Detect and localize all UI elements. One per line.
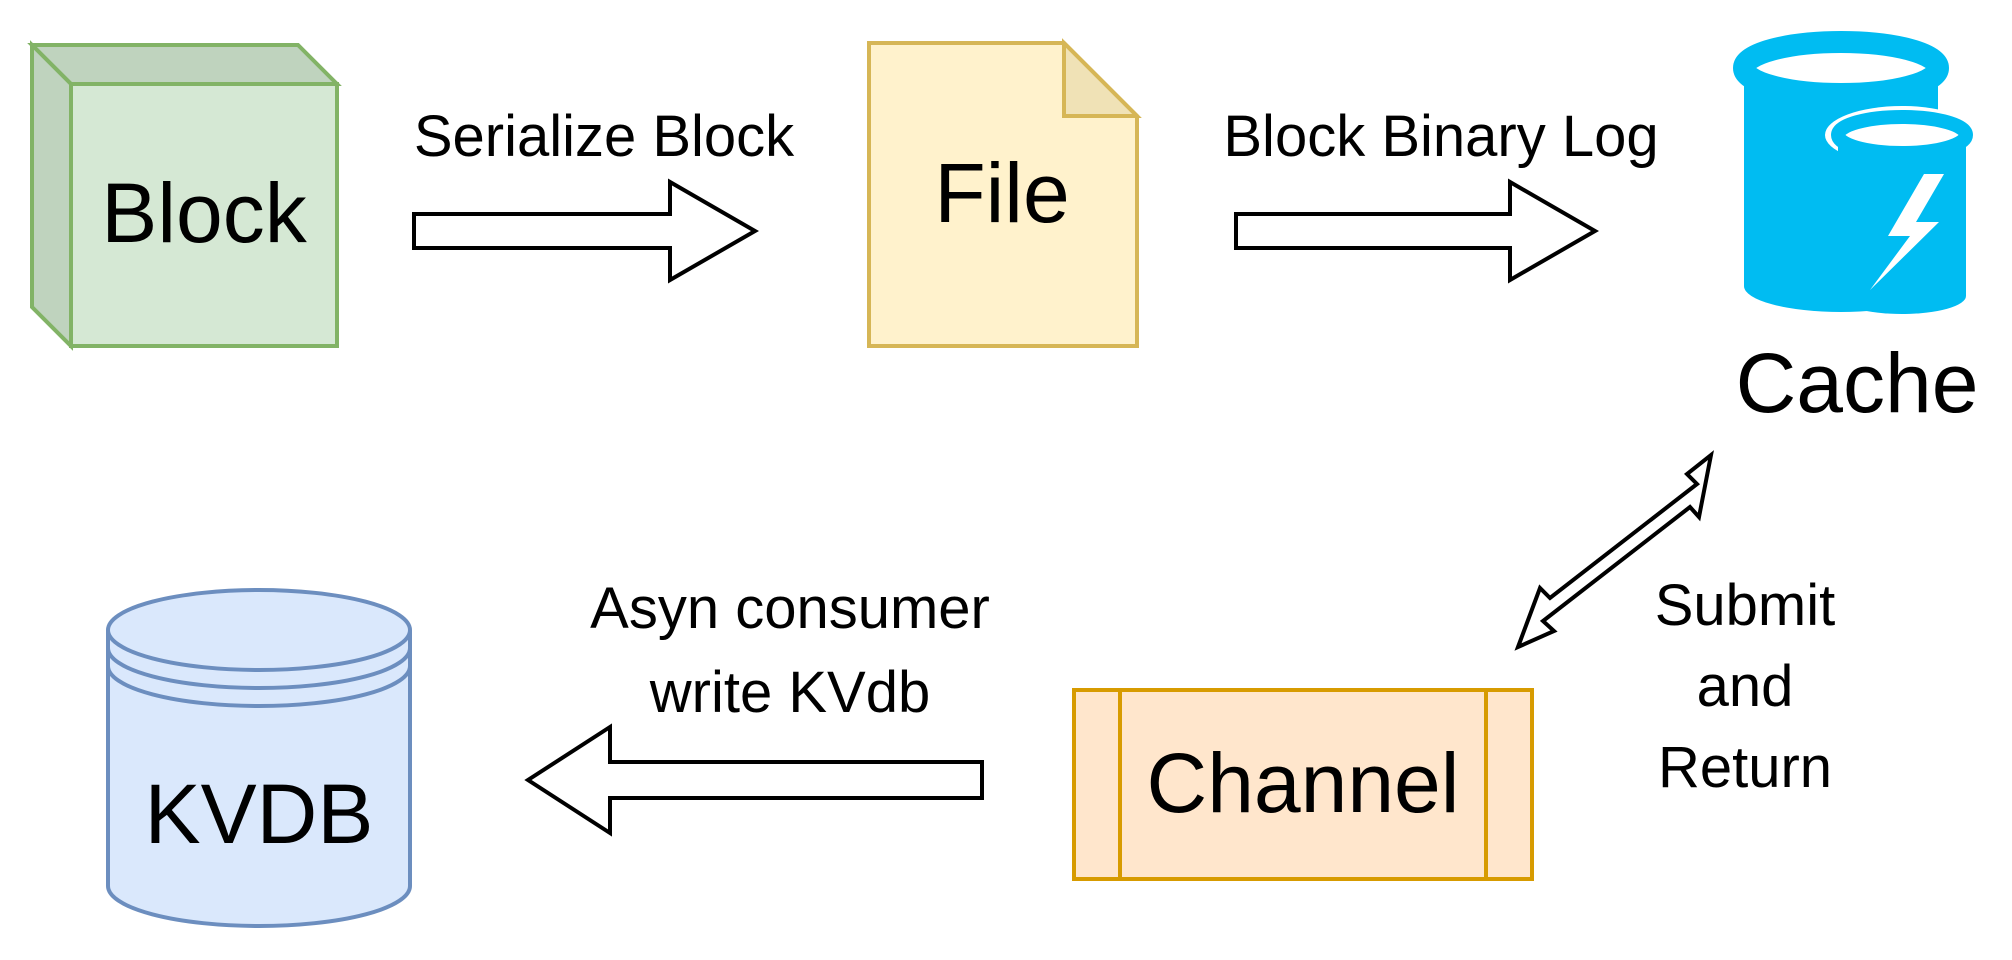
async-write-label-line-2: write KVdb	[649, 660, 930, 725]
binary-log-arrow	[1234, 178, 1600, 284]
cache-front-cylinder-top	[1831, 110, 1973, 160]
serialize-block-edge: Serialize Block	[412, 104, 795, 284]
serialize-block-label: Serialize Block	[414, 104, 795, 169]
file-fold	[1062, 38, 1142, 118]
cache-database-lightning-icon	[1733, 31, 1979, 314]
submit-and-return-edge: Submit and Return	[1514, 450, 1836, 800]
lightning-bolt-icon	[1870, 174, 1944, 290]
block-binary-log-label: Block Binary Log	[1223, 104, 1658, 169]
block-cube-top	[27, 43, 342, 86]
kvdb-cylinder-band-1	[106, 647, 412, 690]
submit-return-arrow	[1514, 450, 1714, 651]
block-cube-front	[69, 82, 339, 348]
async-write-arrow	[524, 723, 984, 837]
cache-node: Cache	[1733, 31, 1979, 430]
async-write-label-line-1: Asyn consumer	[590, 576, 990, 641]
block-label: Block	[101, 166, 307, 260]
channel-label: Channel	[1147, 736, 1460, 830]
file-label: File	[934, 146, 1069, 240]
submit-return-label-line-3: Return	[1658, 735, 1832, 800]
submit-return-label-line-1: Submit	[1655, 573, 1836, 638]
channel-node: Channel	[1072, 688, 1534, 881]
submit-return-label-line-2: and	[1697, 654, 1794, 719]
kvdb-cylinder-band-2	[106, 665, 412, 708]
kvdb-cylinder-body	[106, 630, 412, 928]
async-write-edge: Asyn consumer write KVdb	[524, 576, 990, 837]
file-node: File	[867, 38, 1142, 348]
kvdb-node: KVDB	[106, 588, 412, 928]
block-binary-log-edge: Block Binary Log	[1223, 104, 1659, 284]
channel-box	[1072, 688, 1534, 881]
kvdb-cylinder-top	[106, 588, 412, 672]
cache-back-cylinder-top	[1733, 31, 1949, 105]
cache-label: Cache	[1736, 336, 1979, 430]
file-document	[867, 41, 1139, 348]
serialize-arrow	[412, 178, 760, 284]
block-cube-side	[30, 40, 73, 351]
kvdb-label: KVDB	[145, 767, 374, 861]
block-node: Block	[27, 40, 342, 351]
